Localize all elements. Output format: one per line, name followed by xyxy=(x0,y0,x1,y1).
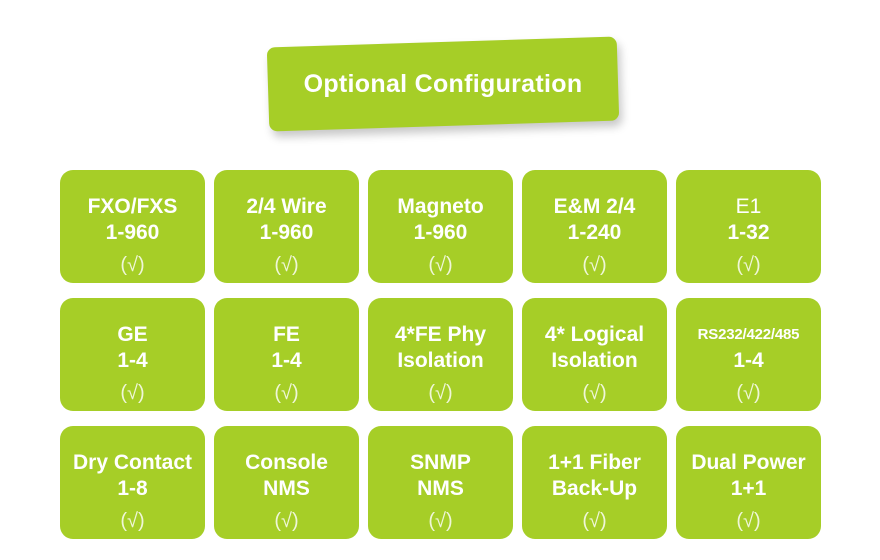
config-card-range: 1+1 xyxy=(730,477,767,500)
config-card[interactable]: SNMP NMS (√) xyxy=(368,426,513,539)
checkmark-icon: (√) xyxy=(428,382,453,404)
config-card[interactable]: E&M 2/4 1-240 (√) xyxy=(522,170,667,283)
config-card-range: 1-4 xyxy=(117,349,148,372)
config-card[interactable]: FXO/FXS 1-960 (√) xyxy=(60,170,205,283)
config-card-title: RS232/422/485 xyxy=(697,326,800,343)
checkmark-icon: (√) xyxy=(736,254,761,276)
config-card[interactable]: 2/4 Wire 1-960 (√) xyxy=(214,170,359,283)
config-card-range: 1-960 xyxy=(259,221,314,244)
configuration-card-grid: FXO/FXS 1-960 (√) 2/4 Wire 1-960 (√) Magneto 1-… xyxy=(60,170,822,539)
config-card-title: Console xyxy=(245,451,328,474)
checkmark-icon: (√) xyxy=(582,510,607,532)
optional-configuration-banner: Optional Configuration xyxy=(266,36,620,132)
config-card[interactable]: Dry Contact 1-8 (√) xyxy=(60,426,205,539)
config-card-title: 1+1 Fiber xyxy=(548,451,641,474)
checkmark-icon: (√) xyxy=(120,382,145,404)
config-card-title: 2/4 Wire xyxy=(246,195,327,218)
config-card-title: FE xyxy=(273,323,300,346)
config-card-title: Magneto xyxy=(397,195,484,218)
config-card[interactable]: FE 1-4 (√) xyxy=(214,298,359,411)
config-card-title: 4* Logical xyxy=(544,323,645,346)
checkmark-icon: (√) xyxy=(736,510,761,532)
checkmark-icon: (√) xyxy=(120,254,145,276)
checkmark-icon: (√) xyxy=(274,382,299,404)
config-card-title: E1 xyxy=(735,195,762,218)
config-card[interactable]: E1 1-32 (√) xyxy=(676,170,821,283)
config-card-range: 1-32 xyxy=(727,221,770,244)
config-card-range: 1-240 xyxy=(567,221,622,244)
config-card-title: Dry Contact xyxy=(72,451,193,474)
config-card-range: 1-960 xyxy=(105,221,160,244)
config-card-range: 1-4 xyxy=(271,349,302,372)
config-card-title: Dual Power xyxy=(691,451,806,474)
config-card[interactable]: Dual Power 1+1 (√) xyxy=(676,426,821,539)
config-card-range: 1-8 xyxy=(117,477,148,500)
config-card-title: E&M 2/4 xyxy=(553,195,636,218)
checkmark-icon: (√) xyxy=(582,382,607,404)
checkmark-icon: (√) xyxy=(274,254,299,276)
config-card-title: 4*FE Phy xyxy=(394,323,487,346)
checkmark-icon: (√) xyxy=(428,510,453,532)
config-card-range: 1-4 xyxy=(733,349,764,372)
config-card[interactable]: GE 1-4 (√) xyxy=(60,298,205,411)
banner-title: Optional Configuration xyxy=(303,69,583,98)
checkmark-icon: (√) xyxy=(428,254,453,276)
config-card-range: NMS xyxy=(417,477,464,500)
checkmark-icon: (√) xyxy=(582,254,607,276)
config-card-title: SNMP xyxy=(410,451,471,474)
checkmark-icon: (√) xyxy=(120,510,145,532)
config-card-range: Back-Up xyxy=(551,477,638,500)
config-card-title: FXO/FXS xyxy=(87,195,178,218)
config-card-title: GE xyxy=(117,323,148,346)
config-card-range: Isolation xyxy=(397,349,484,372)
config-card-range: NMS xyxy=(263,477,310,500)
checkmark-icon: (√) xyxy=(274,510,299,532)
config-card[interactable]: Magneto 1-960 (√) xyxy=(368,170,513,283)
checkmark-icon: (√) xyxy=(736,382,761,404)
config-card-range: 1-960 xyxy=(413,221,468,244)
config-card-range: Isolation xyxy=(551,349,638,372)
config-card[interactable]: RS232/422/485 1-4 (√) xyxy=(676,298,821,411)
